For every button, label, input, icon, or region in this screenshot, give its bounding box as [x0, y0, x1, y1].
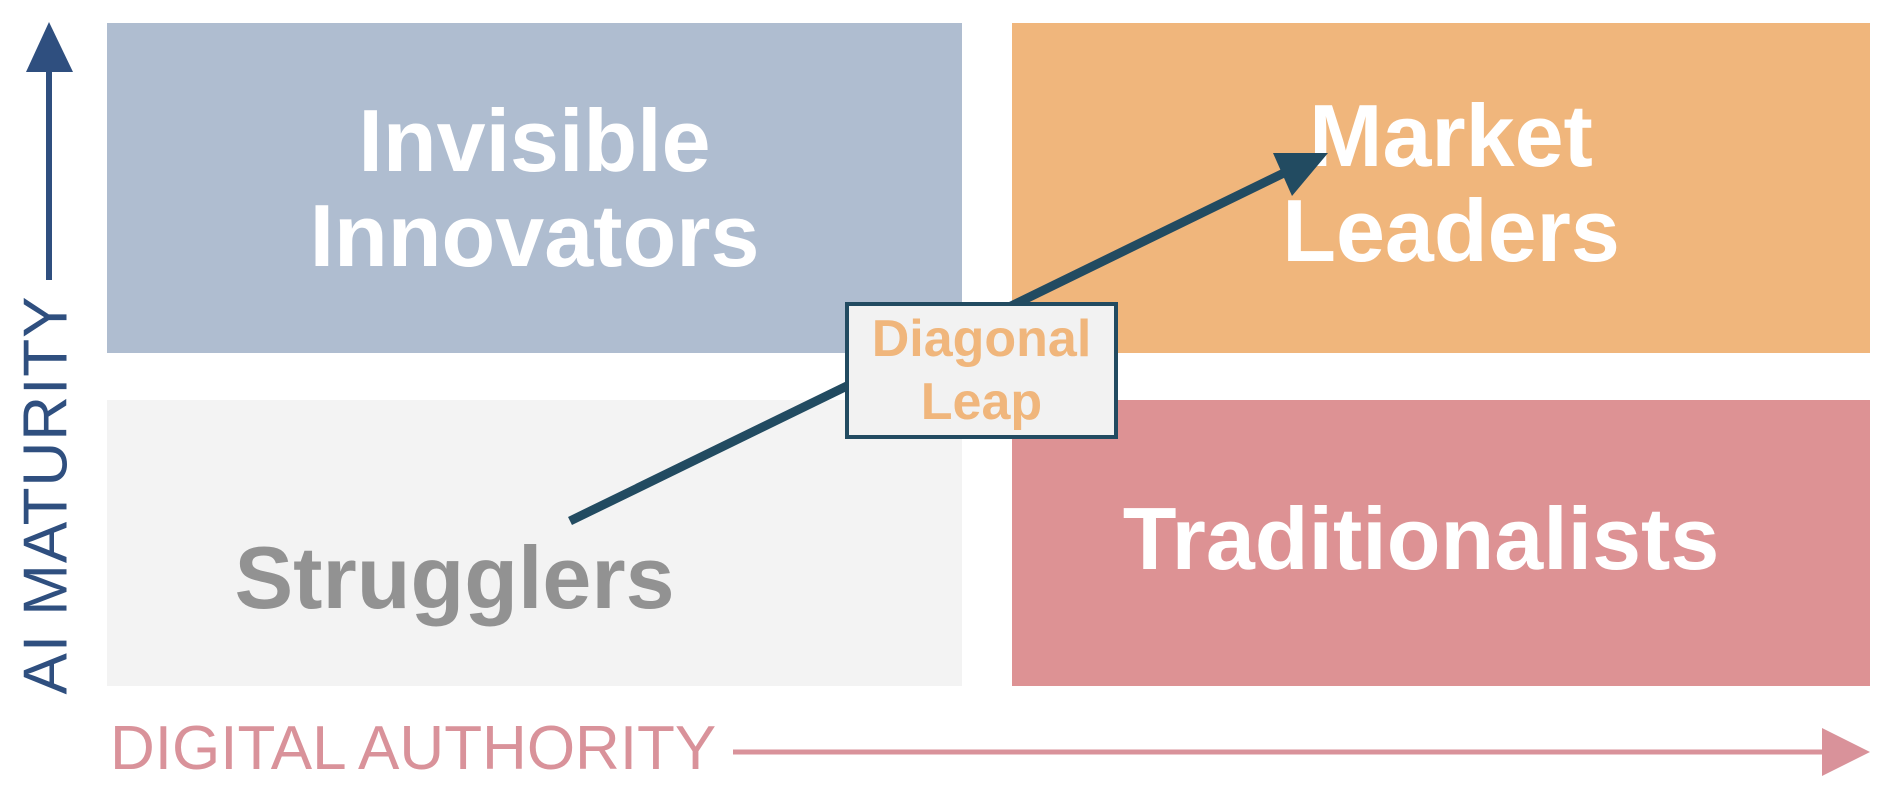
x-axis-label: DIGITAL AUTHORITY	[110, 714, 717, 783]
diagonal-leap-label: Diagonal Leap	[871, 310, 1092, 431]
y-axis-label: AI MATURITY	[11, 295, 81, 695]
quadrant-invisible-innovators: Invisible Innovators	[107, 23, 962, 353]
quadrant-label-strugglers: Strugglers	[234, 528, 675, 628]
x-axis-arrowhead	[1822, 728, 1870, 776]
diagonal-leap-box: Diagonal Leap	[845, 302, 1118, 439]
quadrant-label-traditionalists: Traditionalists	[1122, 489, 1720, 589]
quadrant-traditionalists: Traditionalists	[1012, 400, 1870, 686]
y-axis-arrowhead	[26, 22, 73, 72]
quadrant-label-market-leaders: Market Leaders	[1282, 85, 1620, 280]
quadrant-label-invisible-innovators: Invisible Innovators	[309, 90, 760, 285]
quadrant-strugglers: Strugglers	[107, 400, 962, 686]
quadrant-market-leaders: Market Leaders	[1012, 23, 1870, 353]
